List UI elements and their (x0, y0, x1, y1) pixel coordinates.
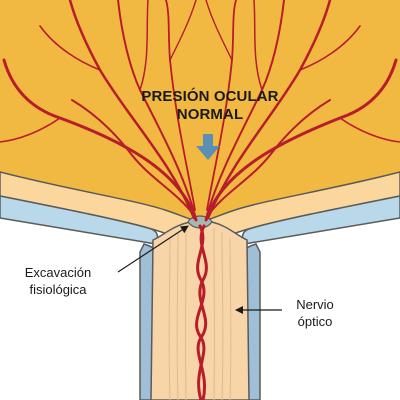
pressure-title-line2: NORMAL (176, 106, 244, 123)
cup-callout-line (117, 225, 189, 273)
nerve-fibers (168, 227, 232, 400)
down-arrow-icon (196, 134, 220, 160)
central-vessels (195, 224, 208, 400)
nerve-label-line2: óptico (297, 314, 333, 329)
nerve-label-line1: Nervio (296, 297, 334, 312)
eye-interior (0, 0, 400, 222)
retinal-vessels (0, 0, 400, 222)
cup-label-line1: Excavación (24, 265, 92, 280)
pressure-title-line1: PRESIÓN OCULAR (141, 88, 279, 105)
cup-label-line2: fisiológica (29, 282, 87, 297)
